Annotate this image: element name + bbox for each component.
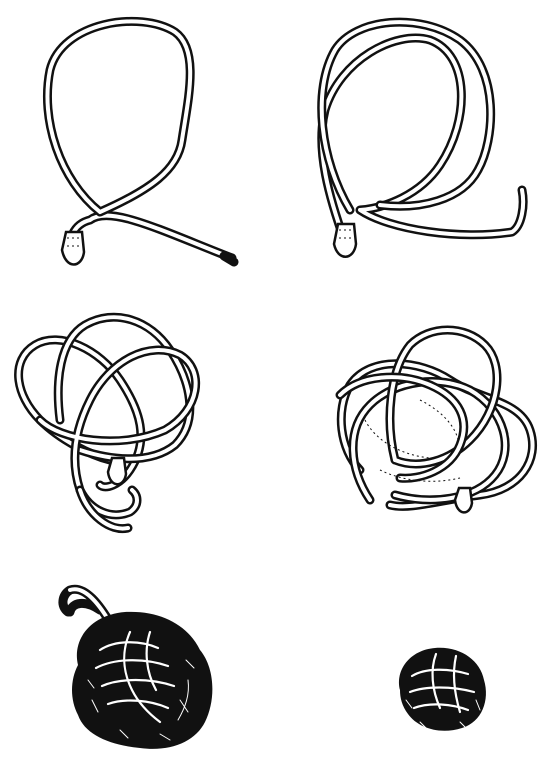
- cord-end-cap: [108, 458, 126, 484]
- cord-end-cap: [334, 224, 356, 257]
- step-3-third-loop: [19, 317, 196, 528]
- step-6-finished-ball: [399, 648, 486, 731]
- cord-end-cap: [455, 488, 472, 512]
- cord-end-cap: [62, 232, 84, 265]
- step-4-doubled-pattern: [340, 330, 533, 512]
- step-5-tightening-ball: [63, 589, 212, 749]
- step-2-second-loop: [322, 22, 523, 257]
- step-1-single-loop: [47, 21, 234, 264]
